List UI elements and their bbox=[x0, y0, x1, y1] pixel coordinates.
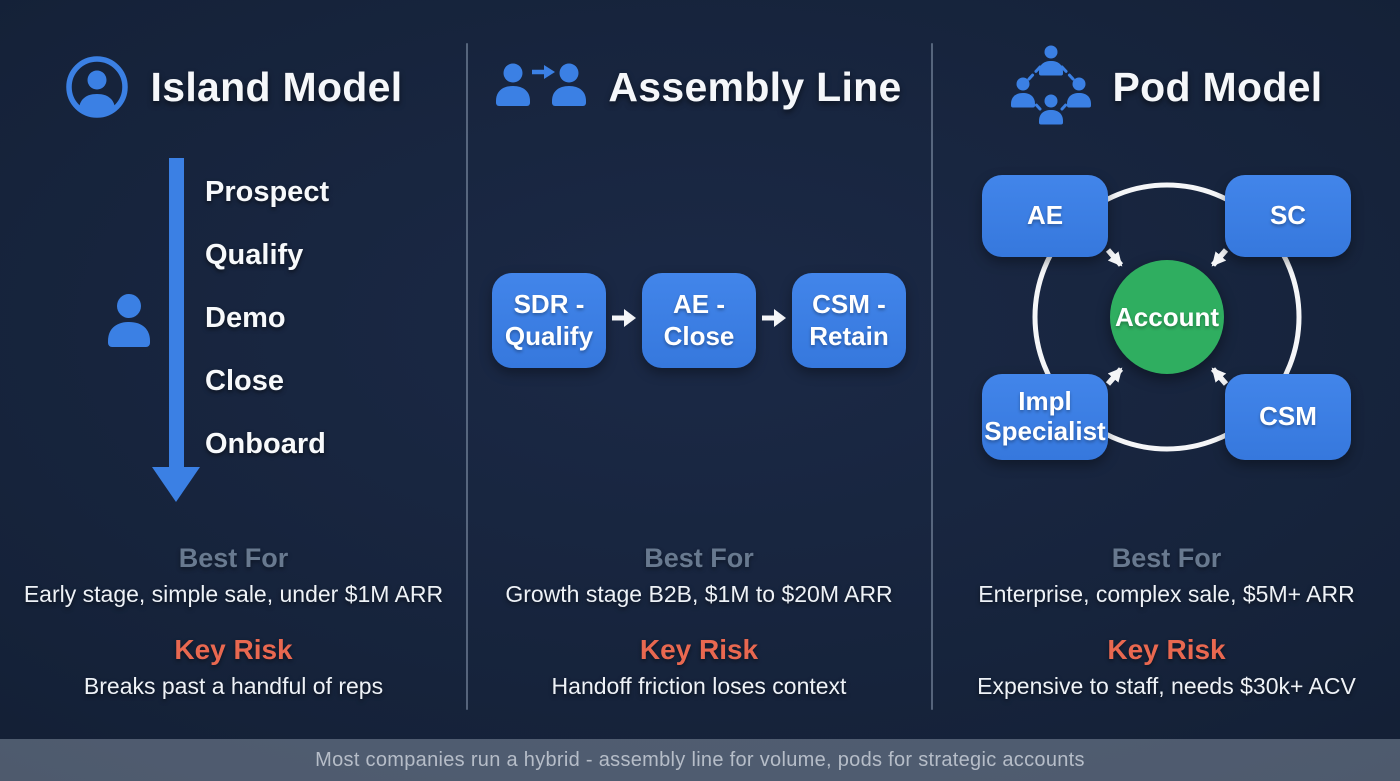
key-risk-heading: Key Risk bbox=[639, 634, 759, 665]
assembly-flow-diagram: SDR - Qualify AE - Close CSM - Retain bbox=[467, 273, 931, 368]
pod-model-column: Pod Model AE SC Impl Specialist CSM Acco… bbox=[933, 0, 1400, 739]
best-for-heading: Best For bbox=[644, 543, 754, 573]
pod-diagram: AE SC Impl Specialist CSM Account bbox=[933, 160, 1400, 500]
key-risk-text: Breaks past a handful of reps bbox=[83, 673, 384, 699]
stage-label: Close bbox=[205, 365, 284, 397]
pod-summary: Best For Enterprise, complex sale, $5M+ … bbox=[941, 540, 1392, 704]
island-title: Island Model bbox=[150, 63, 403, 110]
step-box: CSM - Retain bbox=[792, 273, 906, 368]
stage-label: Prospect bbox=[205, 176, 330, 208]
assembly-line-column: Assembly Line SDR - Qualify AE - Close C… bbox=[467, 0, 931, 739]
column-divider bbox=[931, 43, 933, 710]
key-risk-text: Expensive to staff, needs $30k+ ACV bbox=[977, 673, 1356, 699]
island-funnel-diagram: Prospect Qualify Demo Close Onboard bbox=[0, 155, 467, 505]
person-circle-icon bbox=[65, 55, 129, 119]
assembly-header: Assembly Line bbox=[467, 44, 931, 130]
down-arrow-head bbox=[152, 467, 200, 502]
right-arrow-icon bbox=[611, 306, 637, 335]
down-arrow-shaft bbox=[169, 158, 184, 468]
role-box: AE bbox=[982, 175, 1108, 257]
assembly-title: Assembly Line bbox=[608, 63, 902, 110]
role-box: Impl Specialist bbox=[982, 374, 1108, 460]
stage-label: Onboard bbox=[205, 428, 326, 460]
stage-label: Qualify bbox=[205, 239, 304, 271]
best-for-heading: Best For bbox=[178, 543, 289, 573]
pod-connections bbox=[1032, 182, 1302, 452]
island-summary: Best For Early stage, simple sale, under… bbox=[8, 540, 459, 704]
role-box: CSM bbox=[1225, 374, 1351, 460]
step-box: SDR - Qualify bbox=[492, 273, 606, 368]
best-for-heading: Best For bbox=[1111, 543, 1222, 573]
island-header: Island Model bbox=[0, 44, 467, 130]
best-for-text: Growth stage B2B, $1M to $20M ARR bbox=[505, 581, 893, 607]
person-icon bbox=[106, 293, 152, 352]
assembly-summary: Best For Growth stage B2B, $1M to $20M A… bbox=[475, 540, 923, 704]
stage-label: Demo bbox=[205, 302, 286, 334]
key-risk-heading: Key Risk bbox=[174, 634, 293, 665]
footer-note: Most companies run a hybrid - assembly l… bbox=[315, 748, 1085, 771]
person-network-icon bbox=[1010, 44, 1091, 130]
pod-title: Pod Model bbox=[1112, 63, 1323, 110]
best-for-text: Enterprise, complex sale, $5M+ ARR bbox=[978, 581, 1355, 607]
column-divider bbox=[466, 43, 468, 710]
person-handoff-icon bbox=[496, 58, 587, 116]
best-for-text: Early stage, simple sale, under $1M ARR bbox=[23, 581, 444, 607]
right-arrow-icon bbox=[761, 306, 787, 335]
stage-list: Prospect Qualify Demo Close Onboard bbox=[205, 161, 329, 476]
island-model-column: Island Model Prospect Qualify Demo Close… bbox=[0, 0, 467, 739]
step-box: AE - Close bbox=[642, 273, 756, 368]
pod-header: Pod Model bbox=[933, 44, 1400, 130]
role-box: SC bbox=[1225, 175, 1351, 257]
key-risk-heading: Key Risk bbox=[1107, 634, 1226, 665]
footer-note-bar: Most companies run a hybrid - assembly l… bbox=[0, 739, 1400, 781]
account-circle: Account bbox=[1110, 260, 1224, 374]
key-risk-text: Handoff friction loses context bbox=[551, 673, 847, 699]
